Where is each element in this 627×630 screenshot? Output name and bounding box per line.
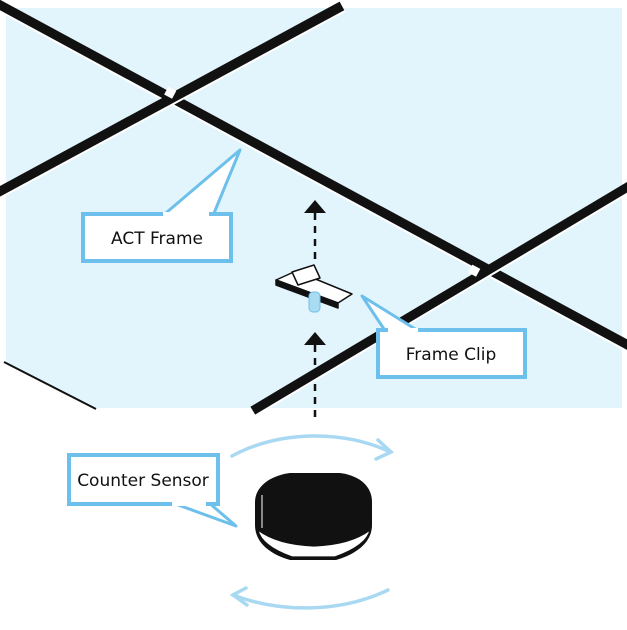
rotate-arrows [229,434,395,610]
counter-sensor [255,473,372,560]
rotate-arrowhead-bottom [229,586,249,607]
frame-rail-b [0,1,345,198]
frame-junction-lower [468,264,481,277]
frame-clip-cross [291,264,321,286]
up-arrow-icon [304,332,326,345]
frame-rail-a [0,0,627,351]
mounting-path [304,200,326,422]
counter-sensor-body [255,473,372,560]
frame-junction-upper [164,86,177,99]
callout-counter-sensor-label: Counter Sensor [77,471,209,491]
callout-frame-clip-box [376,328,527,379]
frame-rail-c-highlight [252,192,627,418]
callout-act-frame-seam [163,212,209,218]
frame-clip-stem [308,291,321,313]
up-arrow-icon [304,200,326,213]
rotate-arrow-icon [230,434,392,458]
callout-counter-sensor-box [67,453,220,506]
counter-sensor-face [257,528,371,558]
frame-edge-line [3,361,97,410]
callout-act-frame-box [81,212,233,263]
callout-frame-clip-seam [388,328,418,334]
callout-counter-sensor-seam [172,500,206,506]
callout-act-frame: ACT Frame [81,148,242,263]
frame-rail-a-highlight [0,10,627,353]
act-frame-grid [0,0,627,418]
callout-frame-clip: Frame Clip [360,294,527,379]
frame-rail-b-highlight [0,10,346,199]
callout-act-frame-label: ACT Frame [111,229,203,249]
rotate-arrowhead-top [374,438,395,461]
callout-counter-sensor: Counter Sensor [67,453,238,528]
callout-frame-clip-label: Frame Clip [406,345,496,365]
frame-clip [275,264,353,313]
rotate-arrow-icon [231,588,390,610]
